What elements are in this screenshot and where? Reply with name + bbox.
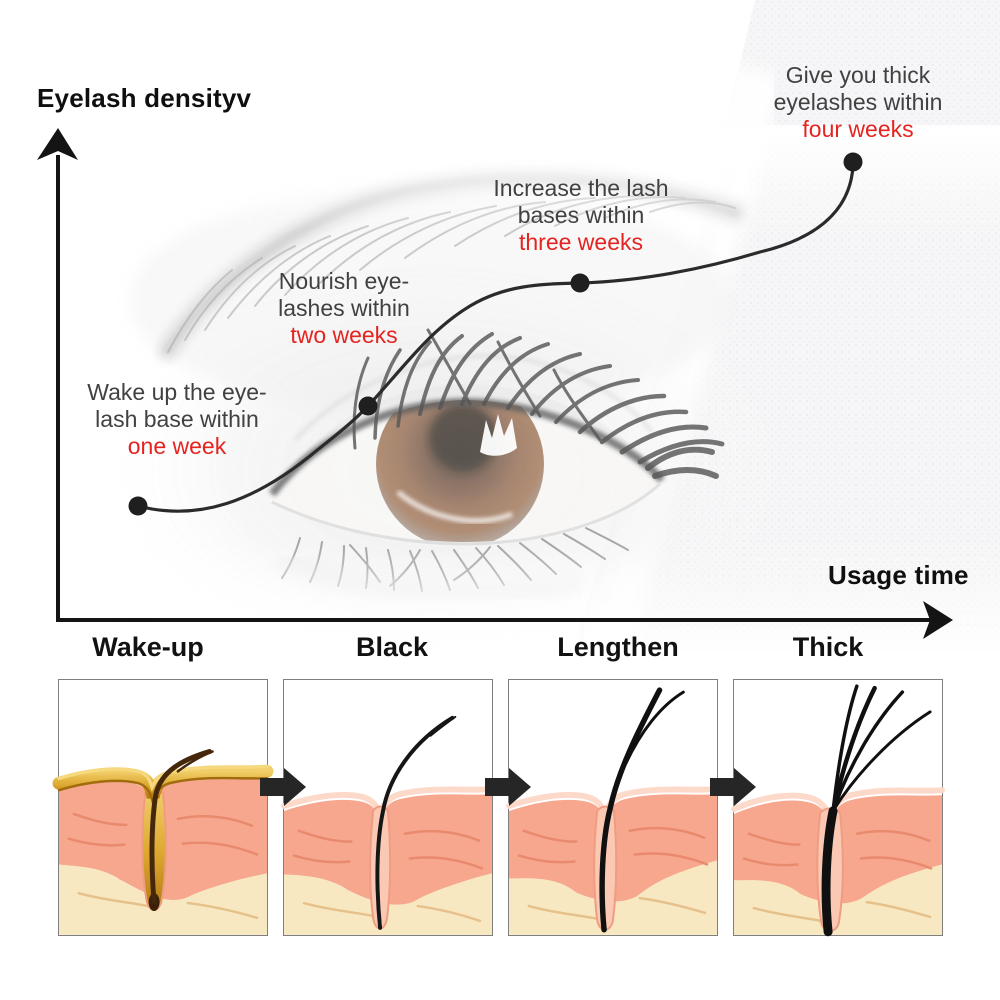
left-fade xyxy=(0,0,150,675)
curve-line xyxy=(137,165,855,513)
annotation-line: Wake up the eye- xyxy=(87,379,267,405)
stage-label-wake-up: Wake-up xyxy=(92,632,204,662)
catchlight xyxy=(480,414,517,456)
annotation-line: Give you thick xyxy=(785,62,931,88)
growth-curve xyxy=(128,152,863,516)
annotation-highlight: one week xyxy=(127,433,227,459)
follicle-panel-lengthen xyxy=(506,679,720,936)
eye-photo-illustration xyxy=(0,0,1000,675)
annotation-week-4: Give you thick eyelashes within four wee… xyxy=(728,62,988,143)
x-axis-label: Usage time xyxy=(828,560,969,591)
follicle-panel-thick xyxy=(731,679,945,937)
annotation-highlight: four weeks xyxy=(802,116,914,142)
next-stage-arrow-icon xyxy=(485,768,531,806)
follicle-illustration-wake-up xyxy=(52,749,274,935)
annotation-highlight: three weeks xyxy=(518,229,643,255)
axes xyxy=(37,128,953,639)
next-stage-arrow-icon xyxy=(710,768,756,806)
stage-label-black: Black xyxy=(355,632,429,662)
annotation-line: lash base within xyxy=(95,406,259,432)
iris-reflection xyxy=(396,490,514,524)
lower-lid-line xyxy=(271,482,662,546)
lash-hair xyxy=(821,684,932,937)
lash-hair xyxy=(599,687,685,933)
x-axis-arrow-icon xyxy=(923,601,953,639)
stage-label-thick: Thick xyxy=(792,632,864,662)
annotation-week-1: Wake up the eye- lash base within one we… xyxy=(47,379,307,460)
curve-point-week-1 xyxy=(128,496,148,516)
annotation-line: Nourish eye- xyxy=(278,268,410,294)
annotation-line: eyelashes within xyxy=(773,89,943,115)
lash-hair xyxy=(375,715,457,930)
pupil xyxy=(429,404,497,472)
bottom-fade xyxy=(0,545,1000,675)
curve-point-week-3 xyxy=(570,273,590,293)
y-axis-label: Eyelash densityv xyxy=(37,83,251,114)
eye-photo-group xyxy=(0,0,1000,675)
curve-point-week-2 xyxy=(358,396,378,416)
next-stage-arrow-icon xyxy=(260,768,306,806)
follicle-panel-wake-up xyxy=(52,679,274,936)
annotation-line: Increase the lash xyxy=(493,175,669,201)
annotation-week-2: Nourish eye- lashes within two weeks xyxy=(214,268,474,349)
top-fade xyxy=(0,125,1000,235)
x-axis-label-text: Usage time xyxy=(828,560,969,590)
lash-hair xyxy=(148,749,214,912)
follicle-illustration-lengthen xyxy=(506,687,720,935)
annotation-week-3: Increase the lash bases within three wee… xyxy=(451,175,711,256)
curve-point-week-4 xyxy=(843,152,863,172)
annotation-line: bases within xyxy=(517,202,645,228)
follicle-illustration-thick xyxy=(731,684,945,937)
follicle-panel-black xyxy=(281,679,495,936)
follicle-illustration-black xyxy=(281,715,495,935)
y-axis-label-text: Eyelash densityv xyxy=(37,83,252,113)
y-axis-arrow-icon xyxy=(37,128,78,160)
annotation-line: lashes within xyxy=(278,295,410,321)
annotation-highlight: two weeks xyxy=(290,322,398,348)
upper-lashes xyxy=(352,328,725,479)
stage-label-lengthen: Lengthen xyxy=(557,632,679,662)
